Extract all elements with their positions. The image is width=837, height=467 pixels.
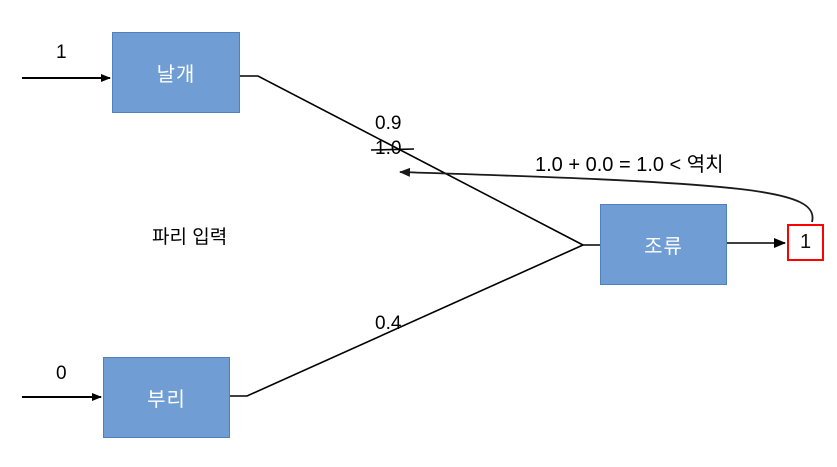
strikethrough-line bbox=[370, 148, 415, 151]
wing-weight-text: 0.9 bbox=[375, 113, 402, 134]
input-caption: 파리 입력 bbox=[152, 222, 227, 249]
node-bird-label: 조류 bbox=[644, 236, 683, 258]
wing-input-value: 1 bbox=[56, 42, 67, 64]
beak-weight-text: 0.4 bbox=[375, 313, 402, 334]
beak-to-bird-edge bbox=[230, 244, 584, 397]
node-beak-label: 부리 bbox=[147, 389, 186, 411]
threshold-equation: 1.0 + 0.0 = 1.0 < 역치 bbox=[535, 148, 724, 177]
threshold-equation-text: 1.0 + 0.0 = 1.0 < 역치 bbox=[535, 154, 724, 176]
output-value-box[interactable]: 1 bbox=[787, 224, 824, 261]
node-wing-label: 날개 bbox=[156, 64, 196, 86]
wing-output-text: 1.0 bbox=[375, 138, 402, 159]
node-bird[interactable]: 조류 bbox=[600, 204, 727, 285]
output-value-label: 1 bbox=[799, 231, 812, 253]
beak-input-value-text: 0 bbox=[56, 363, 67, 384]
feedback-arrow bbox=[399, 167, 814, 223]
node-beak[interactable]: 부리 bbox=[103, 357, 230, 438]
wing-weight-label: 0.9 bbox=[375, 113, 401, 135]
wing-output-label: 1.0 bbox=[375, 138, 401, 160]
node-wing[interactable]: 날개 bbox=[112, 32, 240, 113]
wing-input-value-text: 1 bbox=[56, 42, 67, 63]
wing-to-bird-edge bbox=[240, 75, 584, 246]
beak-weight-label: 0.4 bbox=[375, 313, 401, 335]
input-caption-text: 파리 입력 bbox=[152, 227, 228, 248]
beak-input-value: 0 bbox=[56, 363, 67, 385]
